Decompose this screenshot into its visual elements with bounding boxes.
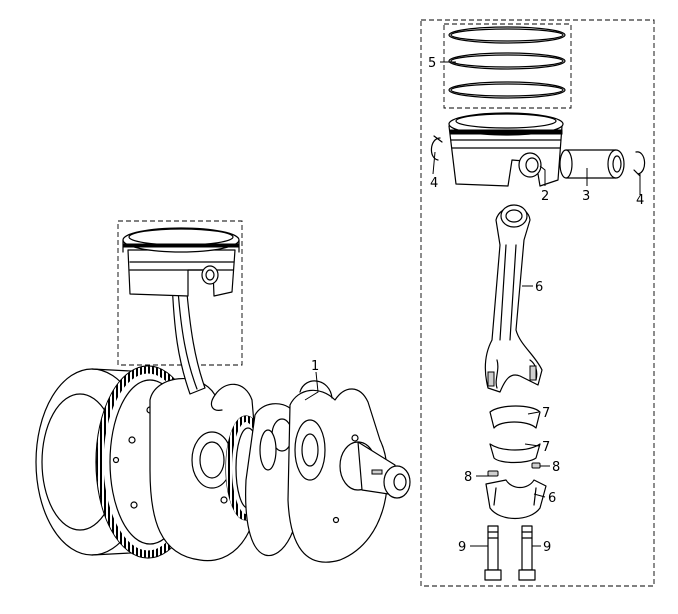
connecting-rod — [484, 204, 543, 393]
callout-connecting-rod: 6 — [535, 280, 543, 295]
dowel-right — [531, 462, 541, 469]
assembled-piston-rod — [122, 227, 240, 395]
callout-bolt-left: 9 — [458, 540, 466, 555]
callout-circlip-right: 4 — [636, 193, 644, 208]
circlip-left — [430, 135, 443, 161]
piston-rings-group-box — [443, 23, 572, 109]
exploded-parts-group-box — [420, 19, 655, 587]
callout-bolt-right: 9 — [543, 540, 551, 555]
piston-rings — [448, 26, 566, 99]
callout-crankshaft: 1 — [311, 359, 319, 374]
dowel-left — [487, 470, 499, 477]
bearing-shell-lower — [489, 443, 541, 464]
callout-piston-pin: 3 — [582, 189, 590, 204]
rod-bolt-left — [484, 525, 502, 581]
callout-bearing-lower: 7 — [542, 440, 550, 455]
piston-pin — [559, 149, 625, 179]
rod-cap-bolt-boss — [493, 487, 537, 506]
leader-lines — [304, 61, 641, 547]
rod-cap — [485, 479, 547, 519]
rod-bolt-right — [518, 525, 536, 581]
assembled-piston-group-box — [117, 220, 243, 366]
crankshaft-assembly — [35, 365, 411, 563]
callout-rod-cap: 6 — [548, 491, 556, 506]
circlip-right — [633, 151, 646, 177]
bearing-shell-upper — [489, 405, 541, 429]
callout-piston-rings: 5 — [428, 56, 436, 71]
callout-dowel-right: 8 — [552, 460, 560, 475]
callout-bearing-upper: 7 — [542, 406, 550, 421]
callout-dowel-left: 8 — [464, 470, 472, 485]
callout-piston: 2 — [541, 189, 549, 204]
piston — [448, 112, 564, 187]
callout-circlip-left: 4 — [430, 176, 438, 191]
